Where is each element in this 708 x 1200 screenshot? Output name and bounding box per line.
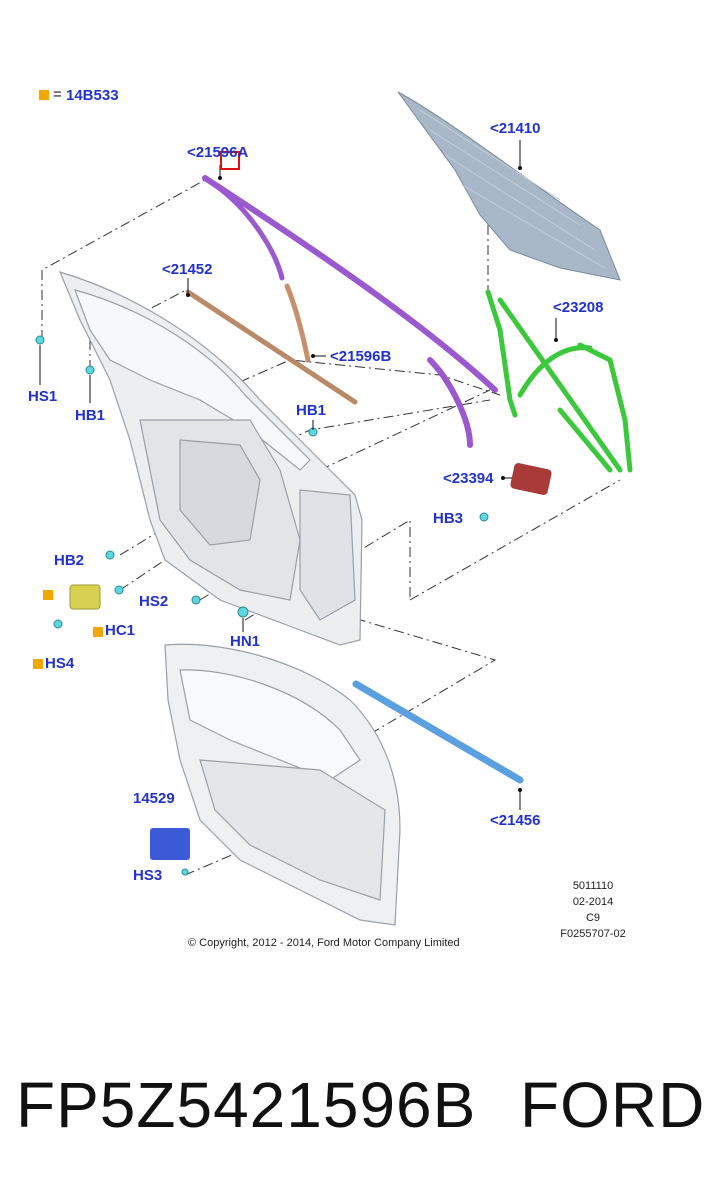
door-trim-panel: [164, 643, 401, 926]
callout-hn1: HN1: [230, 633, 261, 650]
swatch-hc1: [93, 627, 103, 637]
callout-23394: <23394: [443, 470, 494, 487]
callout-hs2: HS2: [139, 593, 169, 610]
highlight-marker: [220, 151, 240, 170]
door-module-14b533: [69, 584, 101, 610]
figure-number: F0255707-02: [560, 928, 626, 940]
glass-run-channel-21596a: [202, 175, 498, 448]
callout-hs3: HS3: [133, 867, 163, 884]
regulator-motor-23394: [510, 463, 552, 495]
window-regulator-23208: [485, 289, 633, 473]
callout-hs4: HS4: [45, 655, 75, 672]
copyright: © Copyright, 2012 - 2014, Ford Motor Com…: [188, 937, 460, 949]
callout-hs1: HS1: [28, 388, 58, 405]
swatch-hs4: [33, 659, 43, 669]
fasteners: [35, 335, 489, 876]
callout-pointers: [39, 140, 557, 810]
callout-21596b: <21596B: [330, 348, 392, 365]
doc-date: 02-2014: [572, 896, 614, 908]
callout-hb1-left: HB1: [75, 407, 106, 424]
callout-21596a: <21596A: [187, 144, 249, 161]
swatch-module: [43, 590, 53, 600]
exploded-door-diagram: [35, 91, 633, 926]
callout-hb2: HB2: [54, 552, 85, 569]
callout-21456: <21456: [490, 812, 541, 829]
callout-14529: 14529: [133, 790, 175, 807]
callout-hc1: HC1: [105, 622, 136, 639]
callout-hb3: HB3: [433, 510, 464, 527]
footer-part-number: FP5Z5421596B: [16, 1069, 477, 1141]
footer-brand: FORD: [520, 1069, 706, 1141]
callout-21410: <21410: [490, 120, 541, 137]
doc-code: C9: [585, 912, 601, 924]
glass-stripes: [419, 109, 606, 269]
callout-hb1-right: HB1: [296, 402, 327, 419]
division-bar-seal-21596b: [284, 283, 311, 363]
callout-23208: <23208: [553, 299, 604, 316]
legend-swatch: [39, 90, 49, 100]
callout-21452: <21452: [162, 261, 213, 278]
beltline-weatherstrip-21456: [352, 680, 524, 784]
belt-molding-21452: [185, 289, 358, 405]
legend-equals: =: [53, 86, 62, 103]
window-switch-14529: [150, 828, 190, 860]
doc-number: 5011110: [572, 880, 614, 892]
window-glass: [397, 91, 621, 281]
door-inner-panel: [58, 271, 363, 646]
legend-part-number: 14B533: [66, 87, 119, 104]
